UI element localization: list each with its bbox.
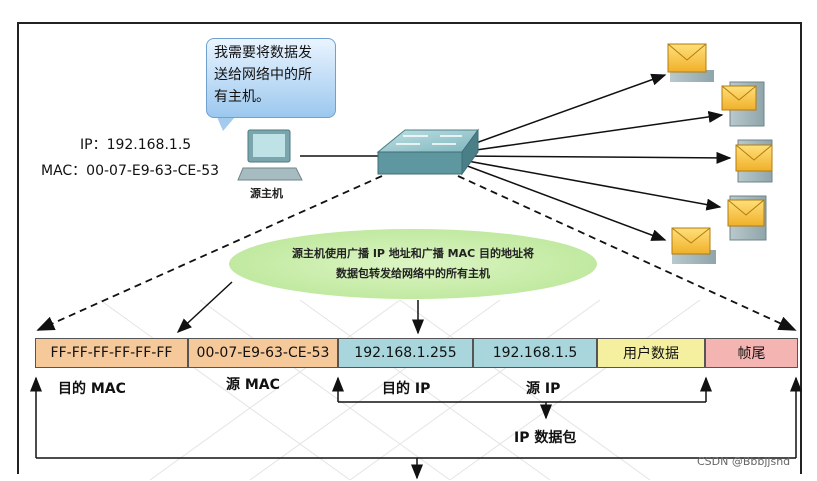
watermark: CSDN @Bbbjjsnd xyxy=(697,455,791,468)
background-grid xyxy=(99,299,701,481)
envelope-icon xyxy=(667,43,714,82)
source-mac-text: MAC：00-07-E9-63-CE-53 xyxy=(41,163,220,179)
envelope-icon xyxy=(735,139,773,183)
field-src-mac: 00-07-E9-63-CE-53 xyxy=(188,338,338,368)
computer-icon xyxy=(237,129,303,181)
source-ip-text: IP：192.168.1.5 xyxy=(80,137,192,153)
label-ip-packet: IP 数据包 xyxy=(514,430,577,446)
label-dest-mac: 目的 MAC xyxy=(58,381,126,397)
frame-border-left xyxy=(17,22,19,474)
cloud-line-2: 数据包转发给网络中的所有主机 xyxy=(336,267,490,280)
label-src-ip: 源 IP xyxy=(526,381,561,397)
field-user-data: 用户数据 xyxy=(597,338,705,368)
field-dest-ip: 192.168.1.255 xyxy=(338,338,473,368)
speech-bubble: 我需要将数据发 送给网络中的所 有主机。 xyxy=(206,38,336,118)
frame-border-right xyxy=(800,22,802,474)
envelope-icon xyxy=(727,195,767,241)
envelope-icon xyxy=(721,81,765,127)
speech-bubble-tail xyxy=(217,117,235,131)
field-src-ip: 192.168.1.5 xyxy=(473,338,597,368)
envelope-icon xyxy=(671,227,716,264)
switch-icon xyxy=(376,128,479,176)
field-frame-trailer: 帧尾 xyxy=(705,338,798,368)
label-dest-ip: 目的 IP xyxy=(382,381,431,397)
cloud-line-1: 源主机使用广播 IP 地址和广播 MAC 目的地址将 xyxy=(291,247,534,260)
broadcast-cloud: 源主机使用广播 IP 地址和广播 MAC 目的地址将 数据包转发给网络中的所有主… xyxy=(229,229,597,299)
frame-border-top xyxy=(17,22,802,24)
source-host-label: 源主机 xyxy=(250,187,283,200)
label-src-mac: 源 MAC xyxy=(226,377,280,393)
field-dest-mac: FF-FF-FF-FF-FF-FF xyxy=(35,338,188,368)
